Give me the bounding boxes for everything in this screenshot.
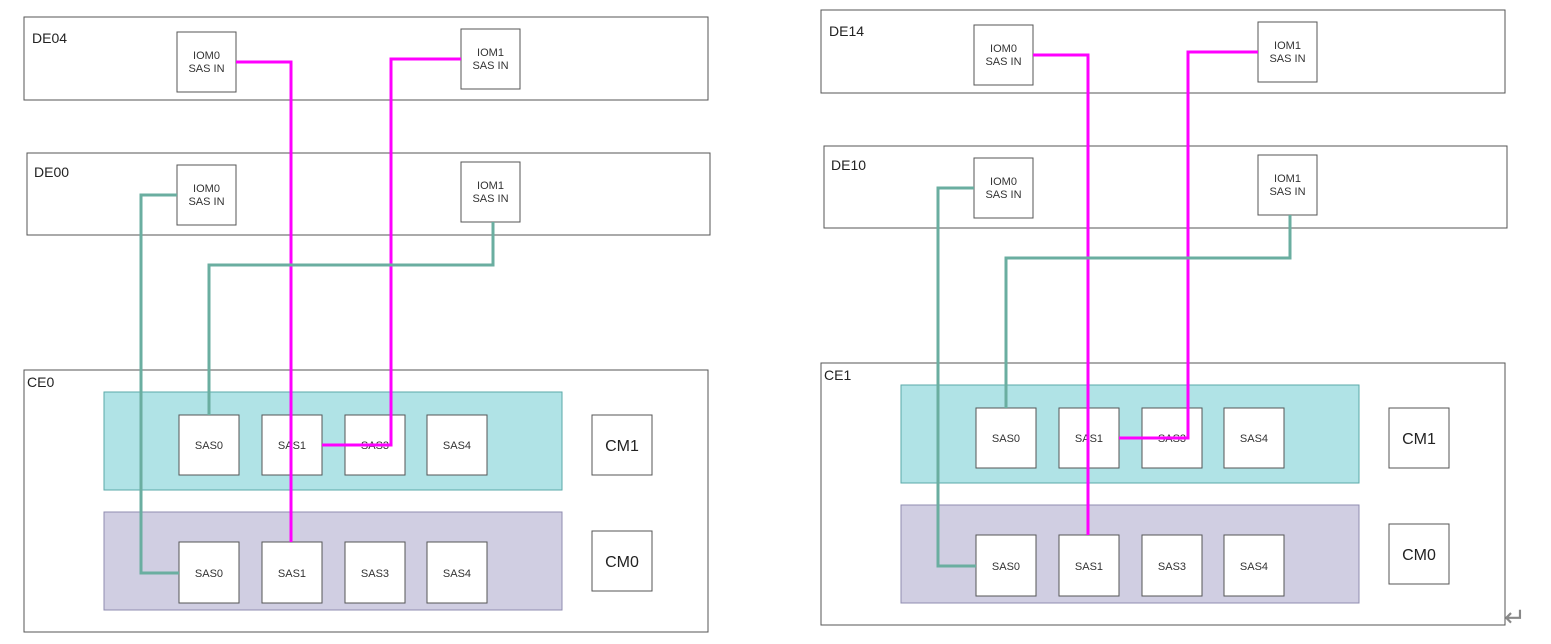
port-label: SAS3 <box>1158 561 1186 573</box>
port-label: SAS3 <box>361 568 389 580</box>
cm0-band <box>900 504 1360 604</box>
cm0-port-sas0 <box>178 541 240 604</box>
iom1-port <box>1257 21 1318 83</box>
cm0-port-sas1 <box>261 541 323 604</box>
iom1-port-label: IOM1 <box>1274 173 1301 185</box>
cm1-port-sas4 <box>426 414 488 476</box>
cm0-port-sas4 <box>1223 534 1285 597</box>
port-label: SAS0 <box>992 561 1020 573</box>
iom0-port-label: IOM0 <box>990 176 1017 188</box>
cable-lower-iom1-to-cm1-sas0 <box>207 222 495 415</box>
cm1-band <box>103 391 563 491</box>
enclosure-label: DE14 <box>829 23 864 39</box>
controller-label: CE1 <box>824 367 851 383</box>
cm0-port-sas0 <box>975 534 1037 597</box>
iom1-port-label: IOM1 <box>1274 40 1301 52</box>
iom1-port-label: IOM1 <box>477 47 504 59</box>
cm0-module <box>1388 523 1450 585</box>
iom0-port-label: SAS IN <box>985 189 1021 201</box>
iom1-port-label: SAS IN <box>472 60 508 72</box>
cable-upper-iom0-to-cm0-sas1 <box>236 60 293 542</box>
cm0-port-sas3 <box>1141 534 1203 597</box>
port-label: SAS4 <box>1240 561 1268 573</box>
enclosure-label: DE04 <box>32 30 67 46</box>
cable-upper-iom1-to-cm1-sas3 <box>322 57 461 447</box>
enclosure-label: DE10 <box>831 157 866 173</box>
enclosure-frame <box>26 152 711 236</box>
port-label: SAS4 <box>443 568 471 580</box>
iom0-port <box>973 24 1034 86</box>
iom0-port <box>973 157 1034 219</box>
port-label: SAS0 <box>992 433 1020 445</box>
enclosure-frame <box>823 145 1508 229</box>
iom1-port-label: IOM1 <box>477 180 504 192</box>
cable-lower-iom0-to-cm0-sas0 <box>139 193 179 575</box>
cm0-port-sas4 <box>426 541 488 604</box>
enclosure-frame <box>820 9 1506 94</box>
iom0-port <box>176 164 237 226</box>
cable-upper-iom1-to-cm1-sas3 <box>1119 50 1258 440</box>
cm1-port-sas4 <box>1223 407 1285 469</box>
port-label: SAS4 <box>1240 433 1268 445</box>
iom0-port-label: SAS IN <box>188 196 224 208</box>
cm0-band <box>103 511 563 611</box>
controller-label: CE0 <box>27 374 54 390</box>
port-label: SAS0 <box>195 440 223 452</box>
port-label: SAS0 <box>195 568 223 580</box>
iom1-port <box>1257 154 1318 216</box>
port-label: SAS1 <box>1075 561 1103 573</box>
cm0-label: CM0 <box>605 554 639 571</box>
cable-upper-iom0-to-cm0-sas1 <box>1033 53 1090 535</box>
cm0-module <box>591 530 653 592</box>
iom0-port-label: IOM0 <box>990 43 1017 55</box>
cm1-module <box>591 414 653 476</box>
cm1-label: CM1 <box>605 438 639 455</box>
cable-lower-iom1-to-cm1-sas0 <box>1004 215 1292 408</box>
cm1-module <box>1388 407 1450 469</box>
cable-lower-iom0-to-cm0-sas0 <box>936 186 976 568</box>
iom1-port <box>460 28 521 90</box>
enclosure-frame <box>23 16 709 101</box>
iom0-port-label: IOM0 <box>193 50 220 62</box>
iom0-port-label: IOM0 <box>193 183 220 195</box>
cm1-band <box>900 384 1360 484</box>
iom0-port-label: SAS IN <box>188 63 224 75</box>
iom1-port-label: SAS IN <box>1269 53 1305 65</box>
enclosure-label: DE00 <box>34 164 69 180</box>
return-arrow-icon: ↵ <box>1504 602 1526 632</box>
port-label: SAS1 <box>278 568 306 580</box>
cm1-port-sas0 <box>178 414 240 476</box>
port-label: SAS4 <box>443 440 471 452</box>
cm0-label: CM0 <box>1402 547 1436 564</box>
iom1-port <box>460 161 521 223</box>
iom0-port <box>176 31 237 93</box>
iom1-port-label: SAS IN <box>1269 186 1305 198</box>
cm0-port-sas3 <box>344 541 406 604</box>
cm1-port-sas0 <box>975 407 1037 469</box>
iom1-port-label: SAS IN <box>472 193 508 205</box>
iom0-port-label: SAS IN <box>985 56 1021 68</box>
cm1-label: CM1 <box>1402 431 1436 448</box>
